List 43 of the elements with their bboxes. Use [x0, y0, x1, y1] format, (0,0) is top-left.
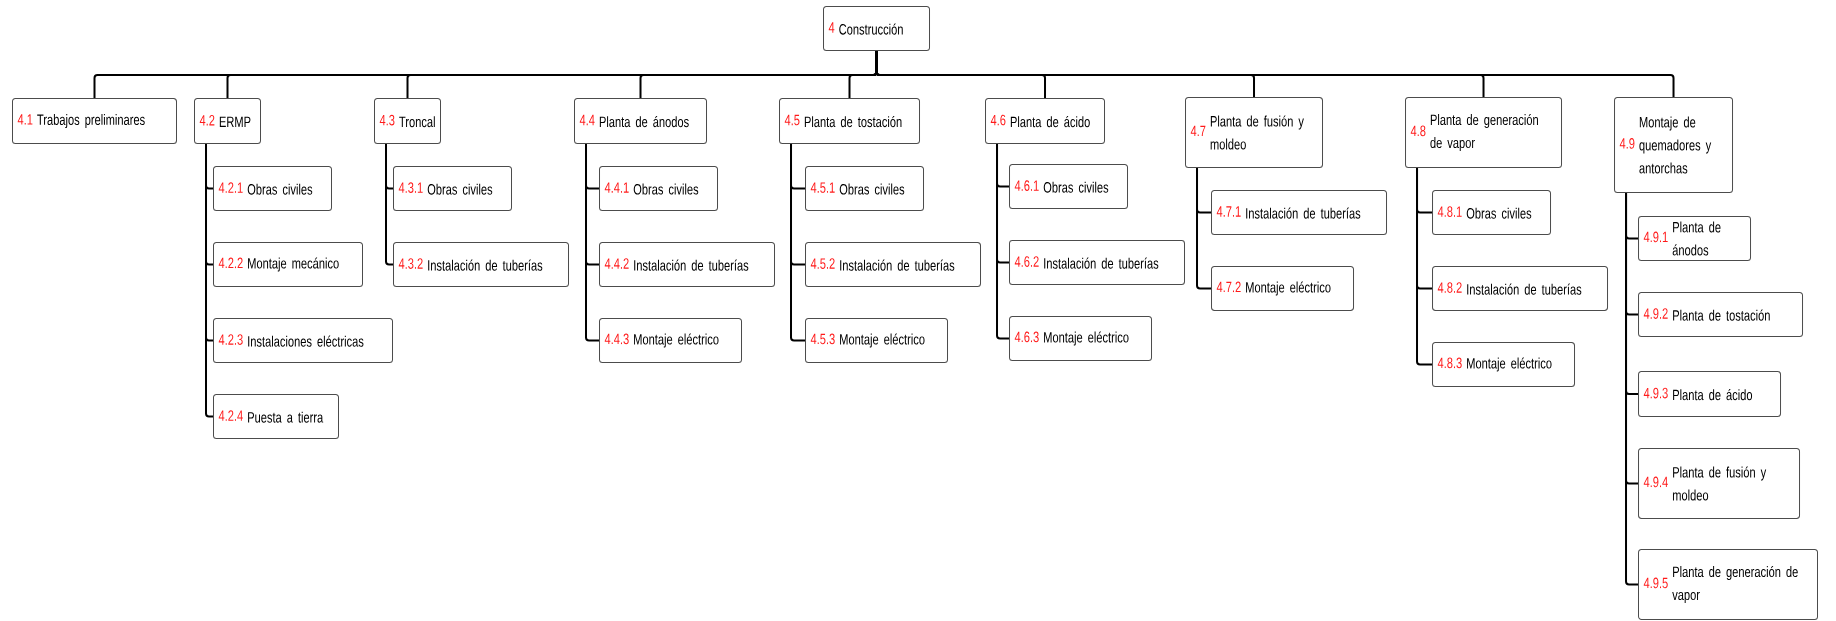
connector-line — [1416, 167, 1433, 366]
task-box: 4 Construcción — [823, 6, 930, 51]
task-box: 4.8 Planta de generación de vapor — [1405, 97, 1562, 168]
task-box: 4.1 Trabajos preliminares — [12, 98, 177, 144]
task-box: 4.5 Planta de tostación — [779, 98, 920, 144]
task-box: 4.4.3 Montaje eléctrico — [599, 318, 742, 363]
task-box: 4.2.2 Montaje mecánico — [213, 242, 363, 287]
task-box: 4.9.1 Planta de ánodos — [1638, 216, 1751, 261]
task-box: 4.2 ERMP — [194, 98, 261, 144]
task-box: 4.4.1 Obras civiles — [599, 166, 718, 211]
task-box: 4.9.4 Planta de fusión y moldeo — [1638, 448, 1800, 519]
task-box: 4.6.1 Obras civiles — [1009, 164, 1128, 209]
task-box: 4.9 Montaje de quemadores y antorchas — [1614, 97, 1733, 193]
task-box: 4.6.3 Montaje eléctrico — [1009, 316, 1152, 361]
connector-line — [1625, 192, 1639, 586]
task-box: 4.5.2 Instalación de tuberías — [805, 242, 981, 287]
connector-line — [790, 143, 806, 342]
task-box: 4.3.2 Instalación de tuberías — [393, 242, 569, 287]
task-box: 4.9.2 Planta de tostación — [1638, 292, 1803, 337]
task-box: 4.3 Troncal — [374, 98, 441, 144]
task-box: 4.7 Planta de fusión y moldeo — [1185, 97, 1323, 168]
task-box: 4.2.4 Puesta a tierra — [213, 394, 339, 439]
task-box: 4.6 Planta de ácido — [985, 98, 1105, 144]
task-box: 4.2.1 Obras civiles — [213, 166, 332, 211]
connector-line — [585, 143, 600, 342]
task-box: 4.6.2 Instalación de tuberías — [1009, 240, 1185, 285]
task-box: 4.5.3 Montaje eléctrico — [805, 318, 948, 363]
task-box: 4.2.3 Instalaciones eléctricas — [213, 318, 393, 363]
task-box: 4.3.1 Obras civiles — [393, 166, 512, 211]
connector-line — [205, 143, 214, 418]
connector-line — [1196, 167, 1212, 290]
task-box: 4.4.2 Instalación de tuberías — [599, 242, 775, 287]
task-box: 4.7.1 Instalación de tuberías — [1211, 190, 1387, 235]
connector-line — [996, 143, 1010, 340]
task-box: 4.4 Planta de ánodos — [574, 98, 707, 144]
task-box: 4.8.2 Instalación de tuberías — [1432, 266, 1608, 311]
task-box: 4.7.2 Montaje eléctrico — [1211, 266, 1354, 311]
connector-line — [385, 143, 394, 266]
task-box: 4.8.3 Montaje eléctrico — [1432, 342, 1575, 387]
task-box: 4.9.3 Planta de ácido — [1638, 371, 1781, 417]
task-box: 4.9.5 Planta de generación de vapor — [1638, 549, 1818, 620]
task-box: 4.8.1 Obras civiles — [1432, 190, 1551, 235]
task-box: 4.5.1 Obras civiles — [805, 166, 924, 211]
